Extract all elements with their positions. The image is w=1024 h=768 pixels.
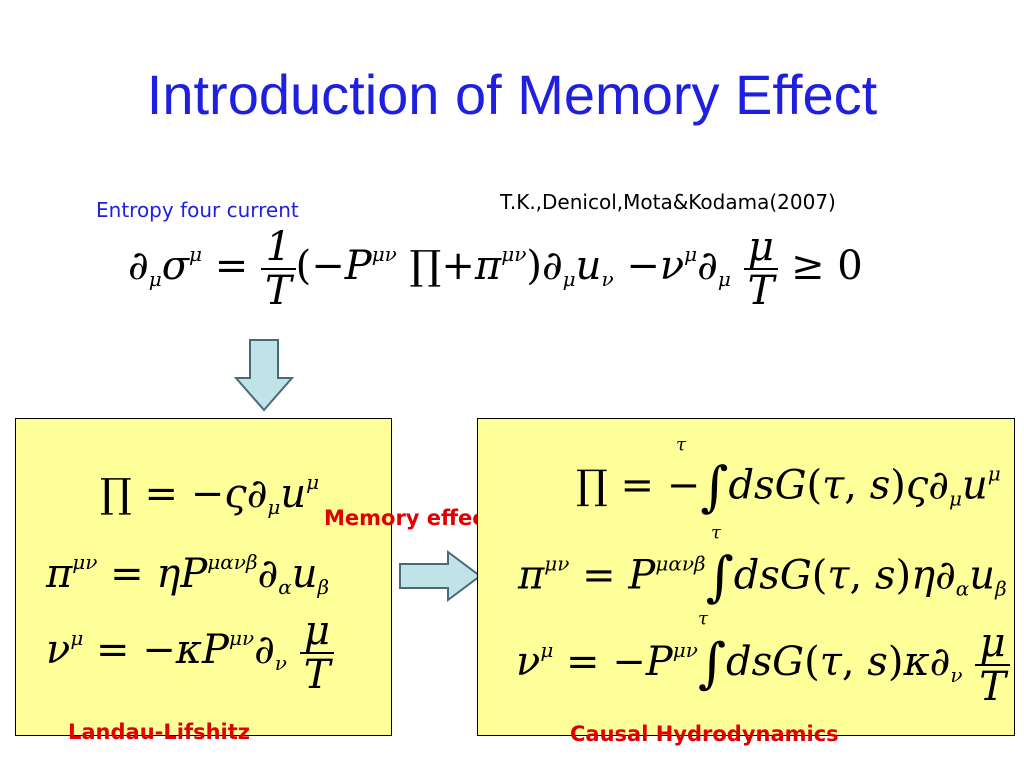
citation: T.K.,Denicol,Mota&Kodama(2007)	[500, 190, 836, 214]
integral-limit-tau: τ	[698, 608, 708, 629]
entropy-four-current-label: Entropy four current	[96, 198, 299, 222]
landau-lifshitz-box	[15, 418, 392, 736]
landau-shear-equation: πμν = ηPμανβ∂αuβ	[46, 550, 330, 599]
integral-limit-tau: τ	[711, 522, 721, 543]
landau-lifshitz-label: Landau-Lifshitz	[68, 720, 250, 744]
causal-bulk-equation: ∏ = −∫dsG(τ, s)ς∂μuμ	[576, 455, 1001, 518]
page-title: Introduction of Memory Effect	[146, 63, 878, 126]
landau-bulk-equation: ∏ = −ς∂μuμ	[100, 470, 320, 519]
causal-hydrodynamics-label: Causal Hydrodynamics	[570, 722, 839, 746]
memory-effect-label: Memory effect	[324, 506, 495, 530]
down-arrow-icon	[234, 339, 294, 412]
integral-limit-tau: τ	[676, 434, 686, 455]
causal-hydrodynamics-box	[477, 418, 1015, 736]
right-arrow-icon	[399, 550, 482, 602]
causal-shear-equation: πμν = Pμανβ∫dsG(τ, s)η∂αuβ	[518, 545, 1007, 608]
